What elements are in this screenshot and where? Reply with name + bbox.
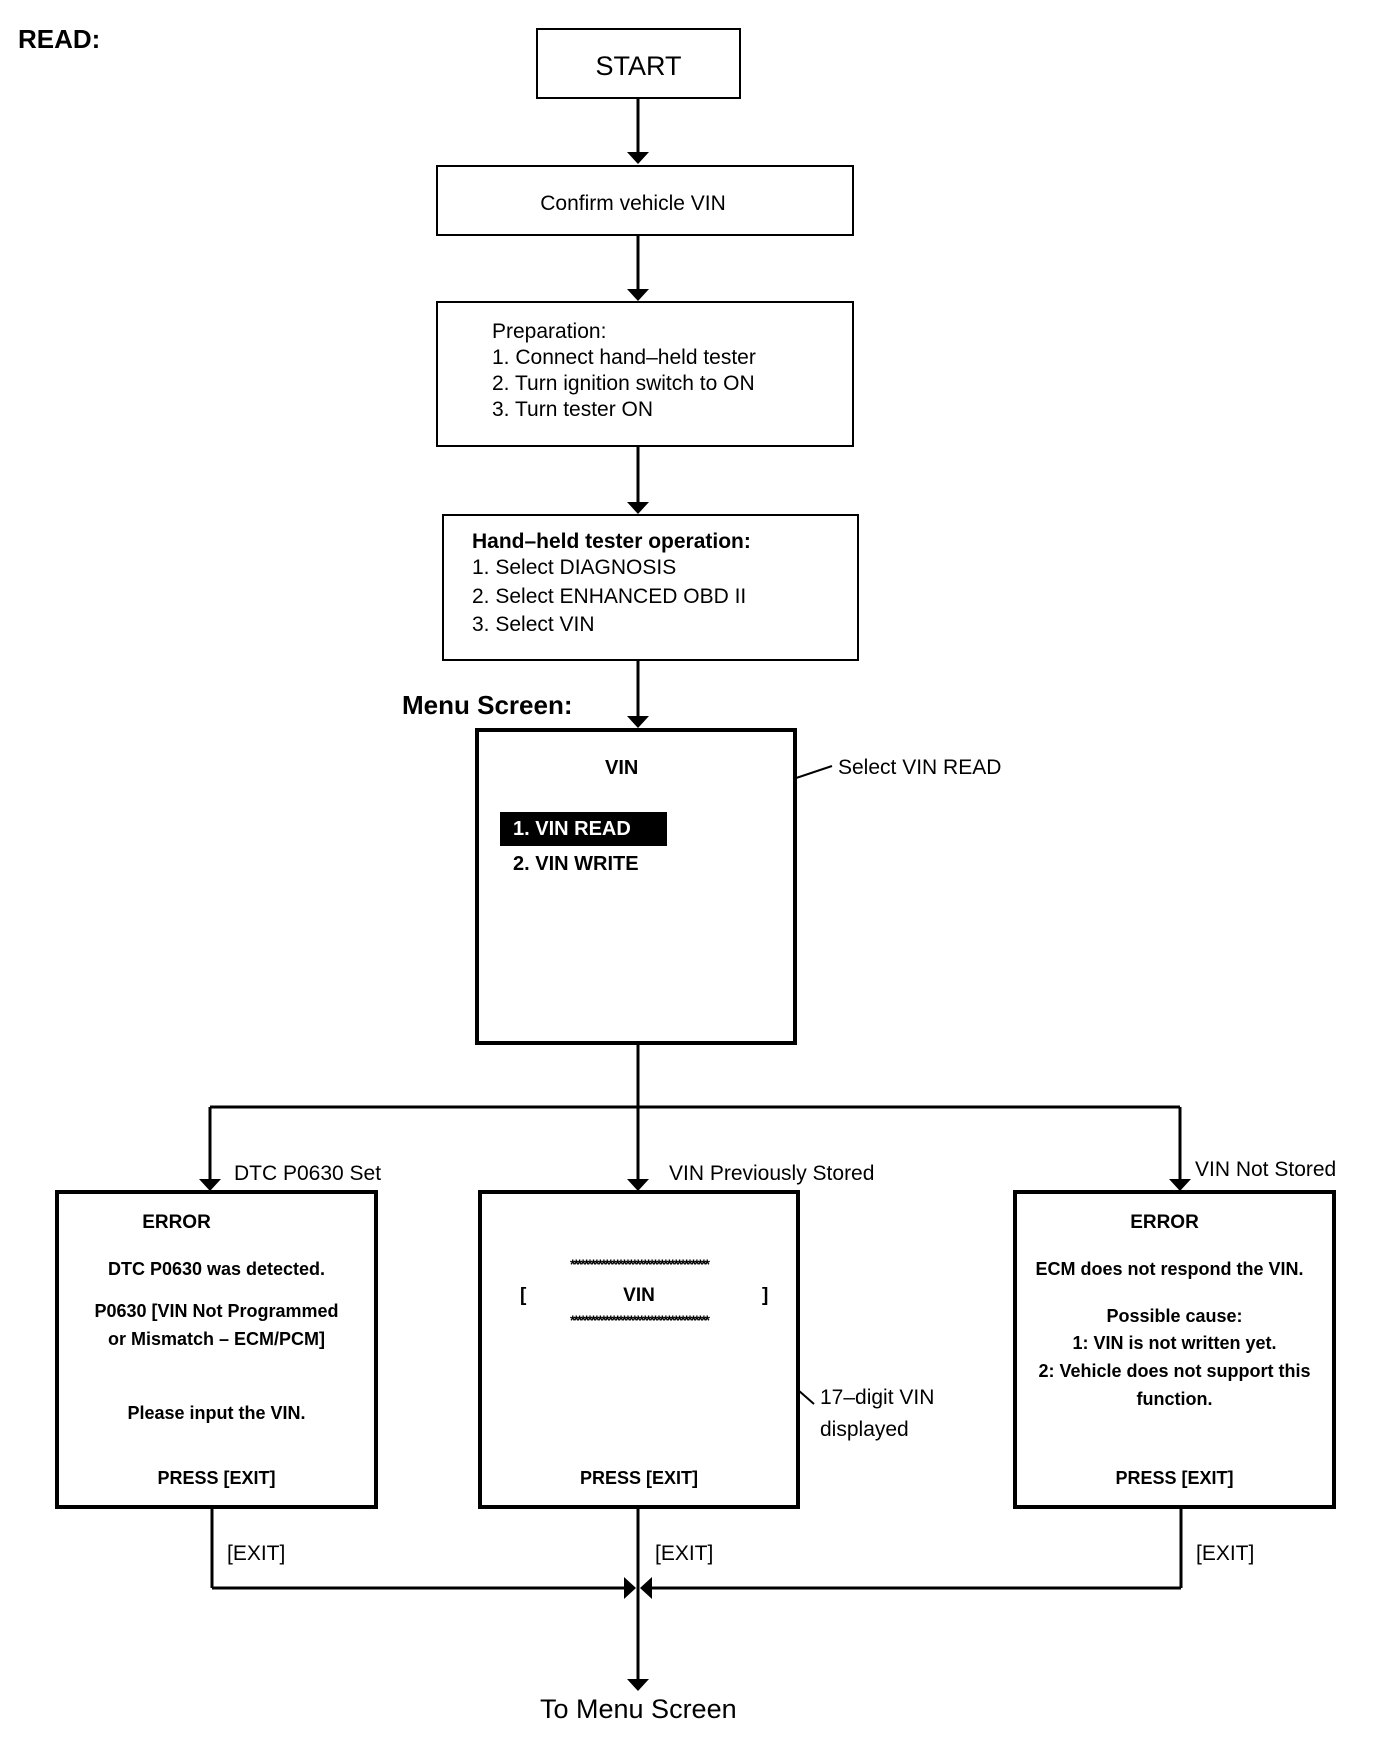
error-no-vin-line-1: ECM does not respond the VIN. <box>1035 1259 1304 1279</box>
vin-stars-bottom: **************************************** <box>570 1312 710 1328</box>
error-no-vin-press[interactable]: PRESS [EXIT] <box>1115 1468 1234 1488</box>
exit-label-left: [EXIT] <box>227 1542 286 1565</box>
vin-value: VIN <box>623 1285 655 1306</box>
error-dtc-line-3: or Mismatch – ECM/PCM] <box>107 1329 326 1349</box>
error-dtc-box: ERROR DTC P0630 was detected. P0630 [VIN… <box>55 1190 378 1509</box>
error-no-vin-line-3: 1: VIN is not written yet. <box>1072 1333 1277 1353</box>
error-dtc-title: ERROR <box>142 1212 211 1233</box>
operation-title: Hand–held tester operation: <box>472 530 751 553</box>
to-menu-screen-label: To Menu Screen <box>540 1694 737 1724</box>
menu-item-vin-write[interactable]: 2. VIN WRITE <box>513 853 639 875</box>
vin-bracket-open: [ <box>520 1285 527 1306</box>
operation-step-2: 2. Select ENHANCED OBD II <box>472 585 747 608</box>
error-no-vin-line-4: 2: Vehicle does not support this <box>1038 1361 1311 1381</box>
branch-label-not-stored: VIN Not Stored <box>1195 1158 1337 1181</box>
preparation-step-2: 2. Turn ignition switch to ON <box>492 372 755 395</box>
menu-title: VIN <box>605 757 639 779</box>
branch-label-dtc: DTC P0630 Set <box>234 1162 382 1185</box>
preparation-step-3: 3. Turn tester ON <box>492 398 654 421</box>
exit-label-center: [EXIT] <box>655 1542 714 1565</box>
preparation-step-1: 1. Connect hand–held tester <box>492 346 756 369</box>
start-label: START <box>595 51 682 81</box>
operation-box: Hand–held tester operation: 1. Select DI… <box>442 514 859 661</box>
menu-item-vin-read-label: 1. VIN READ <box>513 818 631 840</box>
start-box: START <box>536 28 741 99</box>
vin-screen-press[interactable]: PRESS [EXIT] <box>579 1468 699 1488</box>
callout-select-vin-read-label: Select VIN READ <box>838 756 1002 779</box>
page-heading: READ: <box>18 24 101 54</box>
preparation-box: Preparation: 1. Connect hand–held tester… <box>436 301 854 447</box>
error-no-vin-line-2: Possible cause: <box>1106 1306 1243 1326</box>
exit-label-right: [EXIT] <box>1196 1542 1255 1565</box>
error-no-vin-box: ERROR ECM does not respond the VIN. Poss… <box>1013 1190 1336 1509</box>
menu-screen-box: VIN 1. VIN READ 2. VIN WRITE <box>475 728 797 1045</box>
error-no-vin-line-5: function. <box>1136 1389 1213 1409</box>
callout-17-digit-line-1: 17–digit VIN <box>820 1386 935 1409</box>
menu-item-vin-read[interactable]: 1. VIN READ <box>500 812 667 846</box>
menu-screen-label: Menu Screen: <box>402 690 573 720</box>
error-no-vin-title: ERROR <box>1130 1212 1199 1233</box>
confirm-vin-label: Confirm vehicle VIN <box>540 192 726 215</box>
preparation-title: Preparation: <box>492 320 607 343</box>
operation-step-3: 3. Select VIN <box>472 613 595 636</box>
operation-step-1: 1. Select DIAGNOSIS <box>472 556 677 579</box>
error-dtc-line-2: P0630 [VIN Not Programmed <box>94 1301 339 1321</box>
vin-screen-box: ****************************************… <box>478 1190 800 1509</box>
error-dtc-line-1: DTC P0630 was detected. <box>107 1259 326 1279</box>
vin-bracket-close: ] <box>762 1285 769 1306</box>
error-dtc-press[interactable]: PRESS [EXIT] <box>157 1468 276 1488</box>
callout-17-digit-line-2: displayed <box>820 1418 909 1441</box>
branch-label-stored: VIN Previously Stored <box>669 1162 875 1185</box>
vin-stars-top: **************************************** <box>570 1256 710 1272</box>
error-dtc-line-4: Please input the VIN. <box>127 1403 306 1423</box>
confirm-vin-box: Confirm vehicle VIN <box>436 165 854 236</box>
